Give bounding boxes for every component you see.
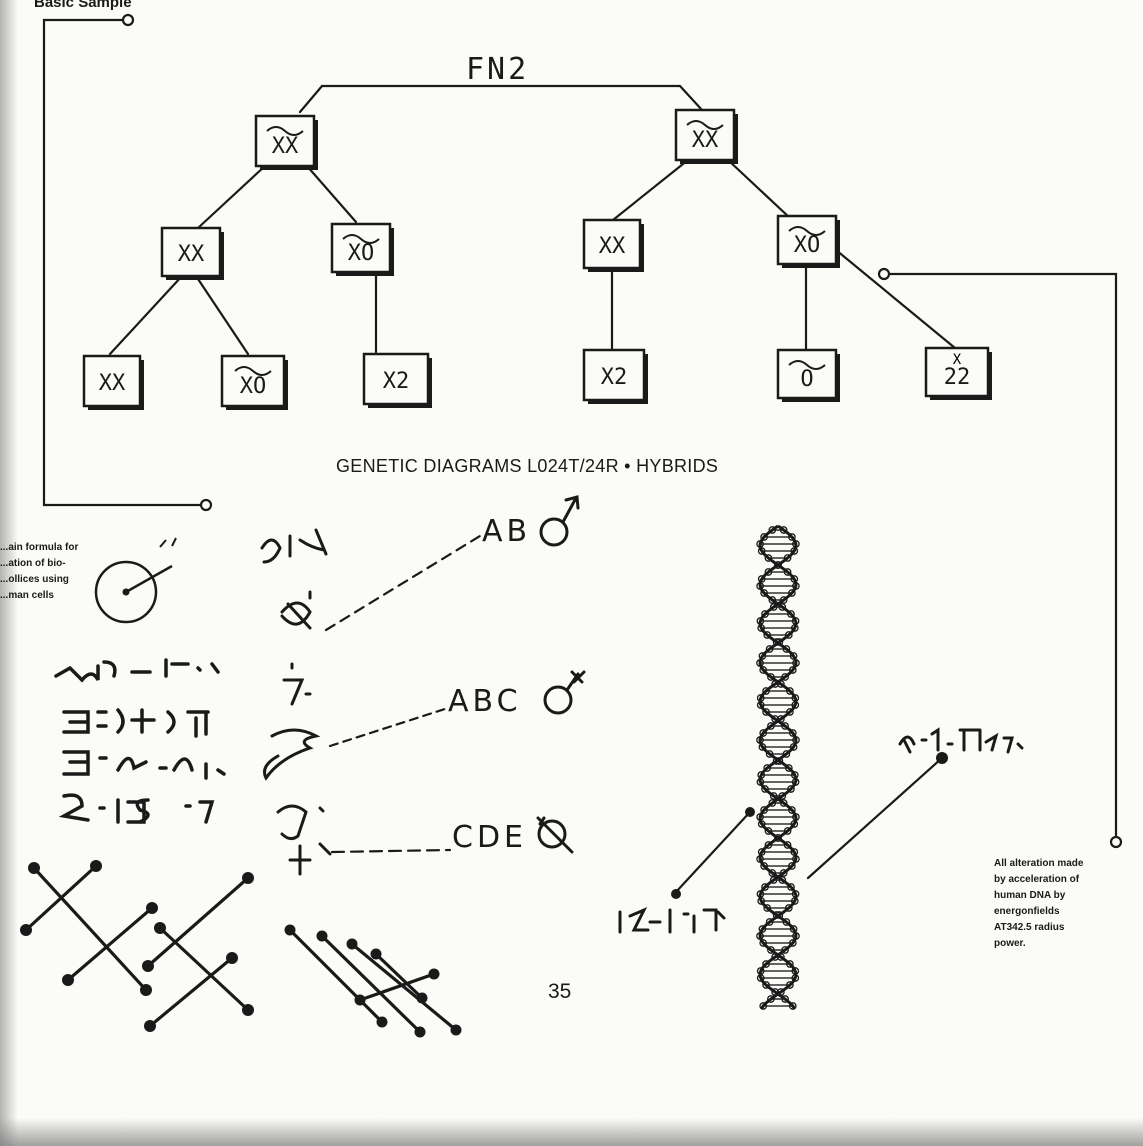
tree-node-l2: XO <box>330 222 394 276</box>
tree-node-label: XX <box>599 234 626 259</box>
tree-node-root-left: XX <box>254 114 318 170</box>
bracket-end-circle <box>1109 835 1123 849</box>
tree-edge <box>194 274 250 356</box>
tree-node-leaf3: X2 <box>362 352 432 408</box>
pointer-dot <box>936 752 948 764</box>
null-symbol-icon <box>536 816 574 854</box>
page-number: 35 <box>548 980 572 1003</box>
tree-node-label: 22 <box>944 365 971 390</box>
tree-node-l1: XX <box>160 226 224 280</box>
page-left-shadow <box>0 0 18 1146</box>
helix-pointer-right <box>806 756 944 880</box>
tree-node-r2: XO <box>776 214 840 268</box>
tree-node-leaf4: X2 <box>582 348 648 404</box>
tree-node-leaf5: O <box>776 348 840 402</box>
tree-node-label: XX <box>692 128 719 153</box>
dumbbell-figure-left <box>24 864 250 1028</box>
tilde-mark <box>788 360 826 370</box>
bracket-end-circle <box>877 267 891 281</box>
helix-scribbles <box>618 727 1024 934</box>
bracket-end-circle <box>121 13 135 27</box>
right-bracket-line <box>884 272 1118 840</box>
left-side-note: ...ain formula for ...ation of bio- ...o… <box>0 542 79 601</box>
tilde-mark <box>788 226 826 236</box>
tree-root-connector <box>298 84 704 114</box>
tree-node-label: XO <box>348 241 375 266</box>
tilde-mark <box>342 234 380 244</box>
tree-node-label: XX <box>272 134 299 159</box>
male-symbol-icon <box>539 495 580 547</box>
tree-edge <box>305 164 358 224</box>
left-bracket-line <box>42 18 206 507</box>
diagram-caption: GENETIC DIAGRAMS L024T/24R • HYBRIDS <box>336 456 719 476</box>
right-side-note: All alteration made by acceleration of h… <box>994 858 1084 949</box>
tree-edge <box>196 164 267 230</box>
page-bottom-shadow <box>0 1118 1143 1146</box>
hybrid-link-cde <box>330 848 452 854</box>
superscript-mark: X <box>953 352 962 368</box>
tree-node-r1: XX <box>582 218 644 272</box>
tree-edge <box>611 158 690 222</box>
dna-helix <box>756 524 800 1010</box>
hybrid-label-ab: AB <box>482 514 532 549</box>
tilde-mark <box>266 126 304 136</box>
tree-node-leaf6: 22X <box>924 346 992 400</box>
tree-node-label: XX <box>178 242 205 267</box>
tree-node-label: XX <box>99 371 126 396</box>
tree-edge <box>108 274 184 356</box>
tree-node-leaf1: XX <box>82 354 144 410</box>
tree-node-label: X2 <box>601 365 628 390</box>
dumbbell-figure-middle <box>288 928 458 1034</box>
tilde-mark <box>686 120 724 130</box>
tree-node-label: O <box>800 367 813 392</box>
header-fragment: Basic Sample <box>34 0 132 11</box>
bio-cell-symbol <box>94 537 177 624</box>
hybrid-link-abc <box>328 706 450 748</box>
tree-title: FN2 <box>466 52 530 87</box>
pointer-dot <box>745 807 755 817</box>
tree-node-label: X2 <box>383 369 410 394</box>
hybrid-label-abc: ABC <box>448 684 522 719</box>
tree-edge <box>726 158 792 220</box>
glyph-column <box>260 528 332 876</box>
tree-node-root-right: XX <box>674 108 738 164</box>
tree-node-leaf2: XO <box>220 354 288 410</box>
tree-node-label: XO <box>794 233 821 258</box>
tilde-mark <box>234 366 272 376</box>
hybrid-link-ab <box>324 534 482 632</box>
bracket-end-circle <box>199 498 213 512</box>
script-lines <box>54 658 226 824</box>
male-variant-symbol-icon <box>543 670 586 715</box>
helix-pointer-left <box>674 810 752 894</box>
tree-edge <box>834 248 957 350</box>
hybrid-label-cde: CDE <box>452 820 528 855</box>
pointer-dot <box>671 889 681 899</box>
tree-node-label: XO <box>240 374 267 399</box>
